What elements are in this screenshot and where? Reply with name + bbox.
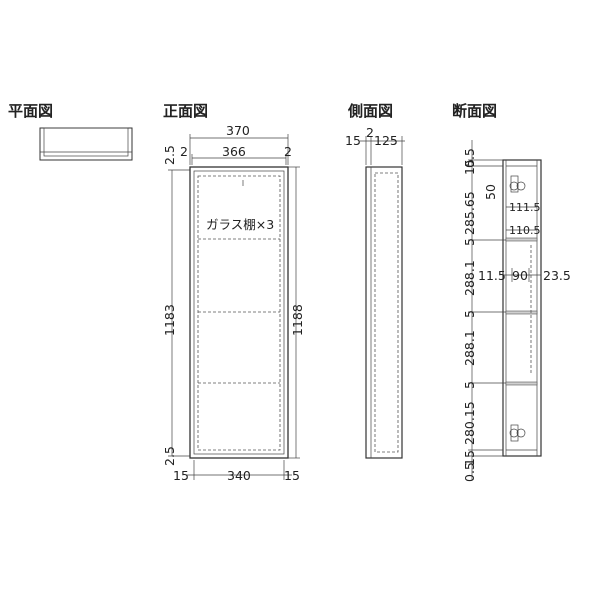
front-top-margin: 2.5 [162,145,177,165]
section-height-1: 285.65 [462,191,477,235]
section-width-1: 111.5 [509,201,541,214]
side-depth-b: 2 [366,125,374,140]
front-height-left: 1183 [162,304,177,336]
front-bottom-right: 15 [284,468,300,483]
section-shelf-2: 5 [462,310,477,318]
section-view [468,140,542,480]
front-bottom-width: 340 [227,468,251,483]
front-view [168,134,300,480]
section-height-3: 288.1 [462,330,477,366]
section-height-2: 288.1 [462,260,477,296]
section-top-b: 15 [462,159,477,175]
section-width-2: 110.5 [509,224,541,237]
section-bottom-a: 15 [462,450,477,466]
front-view-title: 正面図 [163,102,208,120]
section-height-50: 50 [483,184,498,200]
front-left-gap: 2 [180,144,188,159]
section-depth-left: 11.5 [478,268,506,283]
plan-view [39,127,133,161]
glass-shelf-label: ガラス棚×3 [206,217,274,232]
front-outer-width: 370 [226,123,250,138]
front-bottom-left: 15 [173,468,189,483]
front-height-right: 1188 [290,304,305,336]
section-depth-right: 23.5 [543,268,571,283]
section-view-title: 断面図 [452,102,497,120]
section-bottom-b: 0.5 [462,462,477,482]
front-right-gap: 2 [284,144,292,159]
section-depth-mid: 90 [512,268,528,283]
side-depth-c: 125 [374,133,398,148]
front-inner-width: 366 [222,144,246,159]
section-shelf-3: 5 [462,381,477,389]
side-depth-a: 15 [345,133,361,148]
front-bottom-margin: 2.5 [162,446,177,466]
section-shelf-1: 5 [462,238,477,246]
side-view-title: 側面図 [347,102,393,120]
plan-view-title: 平面図 [8,102,53,120]
side-view [360,136,405,459]
section-top-a: 0.5 [462,148,477,168]
section-height-4: 280.15 [462,401,477,445]
